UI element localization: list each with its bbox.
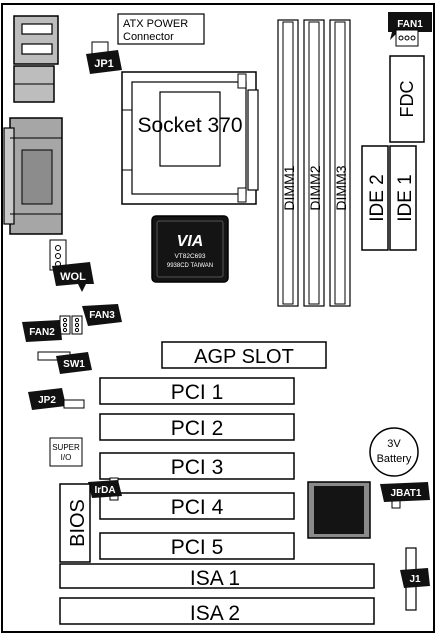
fan1-badge[interactable]: FAN1 <box>388 12 432 40</box>
fan2-badge[interactable]: FAN2 <box>22 320 62 342</box>
dimm1-slot <box>277 19 299 307</box>
dimm2-label: DIMM2 <box>307 165 323 210</box>
atx-power-label-line2: Connector <box>123 31 174 43</box>
dimm3-slot <box>329 19 351 307</box>
chipset-logo: VIA <box>177 233 204 250</box>
fan2-label: FAN2 <box>29 327 55 338</box>
pci2-label: PCI 2 <box>171 417 224 440</box>
j1-badge[interactable]: J1 <box>400 568 430 588</box>
usb-port-stack <box>13 65 55 103</box>
fan2-header <box>59 315 71 335</box>
ide1-connector <box>389 145 417 251</box>
j1-label: J1 <box>409 574 421 585</box>
ide1-label: IDE 1 <box>395 174 416 222</box>
pci3-slot <box>99 452 295 480</box>
black-chip <box>307 481 371 539</box>
fan1-header <box>395 29 419 47</box>
fan3-badge[interactable]: FAN3 <box>82 304 122 326</box>
fan3-header <box>71 315 83 335</box>
jp1-label: JP1 <box>94 58 114 70</box>
ide2-label: IDE 2 <box>367 174 388 222</box>
socket-label: Socket 370 <box>137 114 242 137</box>
wol-badge[interactable]: WOL <box>52 262 94 292</box>
isa1-slot <box>59 563 375 589</box>
agp-label: AGP SLOT <box>194 346 294 368</box>
chipset-model: VT82C693 <box>174 253 205 260</box>
battery-label-line2: Battery <box>377 453 412 465</box>
pci1-label: PCI 1 <box>171 381 224 404</box>
fan3-label: FAN3 <box>89 310 115 321</box>
super-io-label-line1: SUPER <box>52 443 80 452</box>
atx-power-connector-box <box>117 13 205 45</box>
pci5-label: PCI 5 <box>171 536 224 559</box>
pci4-label: PCI 4 <box>171 496 224 519</box>
pci3-label: PCI 3 <box>171 456 224 479</box>
chipset-origin: 9938CD TAIWAN <box>167 263 213 269</box>
ide2-connector <box>361 145 389 251</box>
dimm3-label: DIMM3 <box>333 165 349 210</box>
jbat1-badge[interactable]: JBAT1 <box>380 482 430 502</box>
pci4-slot <box>99 492 295 520</box>
battery-label-line1: 3V <box>387 438 401 450</box>
jp2-badge[interactable]: JP2 <box>28 388 66 410</box>
pci1-slot <box>99 377 295 405</box>
battery <box>369 427 419 477</box>
dimm2-slot <box>303 19 325 307</box>
sw1-badge[interactable]: SW1 <box>56 352 92 374</box>
isa2-slot <box>59 597 375 625</box>
isa1-label: ISA 1 <box>190 567 240 590</box>
bios-chip <box>59 483 91 563</box>
cpu-socket <box>121 71 259 205</box>
via-chipset <box>151 215 229 283</box>
jp1-badge[interactable]: JP1 <box>86 41 122 74</box>
fdc-connector <box>389 55 425 143</box>
irda-label: IrDA <box>94 485 115 496</box>
pci5-slot <box>99 532 295 560</box>
jp2-label: JP2 <box>38 395 56 406</box>
wol-label: WOL <box>60 271 86 283</box>
fan1-label: FAN1 <box>397 19 423 30</box>
dimm1-label: DIMM1 <box>281 165 297 210</box>
jbat1-label: JBAT1 <box>391 488 422 499</box>
super-io-chip <box>49 437 83 467</box>
atx-power-label-line1: ATX POWER <box>123 18 188 30</box>
agp-slot <box>161 341 327 369</box>
isa2-label: ISA 2 <box>190 602 240 625</box>
pci2-slot <box>99 413 295 441</box>
ps2-port-stack <box>13 15 59 65</box>
jp2-header <box>63 399 85 409</box>
irda-badge[interactable]: IrDA <box>88 480 122 498</box>
super-io-label-line2: I/O <box>61 453 72 462</box>
bios-label: BIOS <box>67 499 89 547</box>
sw1-label: SW1 <box>63 359 85 370</box>
fdc-label: FDC <box>397 81 417 118</box>
serial-parallel-port-block <box>3 117 63 235</box>
